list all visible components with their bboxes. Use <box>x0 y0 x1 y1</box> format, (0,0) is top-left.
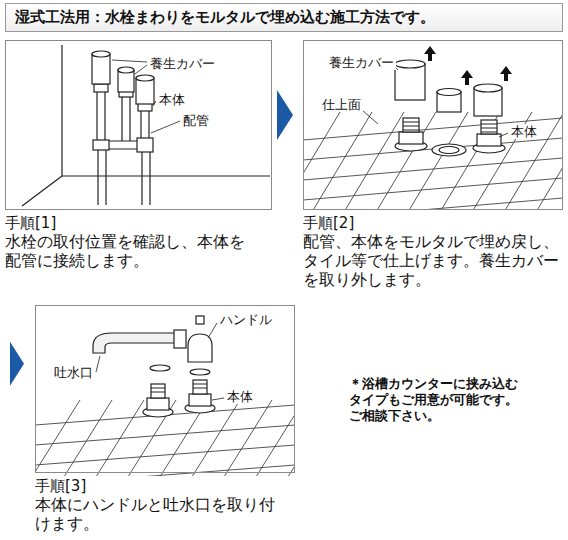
faucet-body <box>481 124 497 132</box>
faucet-body <box>439 147 459 154</box>
leader-line <box>96 356 100 372</box>
faucet-body <box>399 132 423 144</box>
part-label: 吐水口 <box>52 365 95 380</box>
faucet-parts <box>93 316 215 417</box>
pipe-drawing <box>142 152 150 205</box>
protective-cover <box>474 84 502 92</box>
note-text: ＊浴槽カウンターに挟み込むタイプもご用意が可能です。ご相談下さい。 <box>347 376 524 424</box>
title-text: 湿式工法用：水栓まわりをモルタルで埋め込む施工方法です。 <box>6 4 562 31</box>
panel-frame <box>35 305 295 473</box>
leader-line <box>499 133 508 137</box>
protective-cover <box>395 60 425 68</box>
pipe-drawing <box>122 95 130 141</box>
part-label: 配管 <box>181 113 211 128</box>
faucet-body <box>481 120 497 134</box>
protective-cover <box>118 67 134 73</box>
leader-line <box>153 101 156 106</box>
part-label: 本体 <box>509 124 539 139</box>
leader-line <box>362 110 378 124</box>
step-description: 本体にハンドルと吐水口を取り付けます。 <box>35 495 285 533</box>
leader-line <box>112 60 147 74</box>
protective-cover <box>437 89 461 96</box>
pipe-drawing <box>98 150 106 205</box>
panel-frame <box>5 40 272 210</box>
leader-line <box>96 323 224 400</box>
tile-grid <box>304 112 562 209</box>
up-arrow <box>424 46 436 61</box>
faucet-parts <box>190 369 210 375</box>
faucet-parts <box>189 394 211 406</box>
faucet-parts <box>188 334 212 362</box>
up-arrow <box>461 70 473 85</box>
faucet-parts <box>193 380 207 394</box>
protective-cover <box>92 51 154 104</box>
wall-corner <box>22 45 270 206</box>
protective-cover <box>92 54 110 84</box>
leader-line <box>151 121 180 133</box>
faucet-parts <box>147 398 169 410</box>
step-panel: 手順[3]本体にハンドルと吐水口を取り付けます。 <box>35 305 295 533</box>
step-panel: 手順[2]配管、本体をモルタルで埋め戻し、タイル等で仕上げます。養生カバーを取り… <box>303 40 563 289</box>
tile-grid <box>304 112 562 209</box>
part-label: 養生カバー <box>327 55 396 70</box>
step-description: 水栓の取付位置を確認し、本体を配管に接続します。 <box>5 232 255 270</box>
faucet-body <box>432 144 466 156</box>
tile-grid <box>36 400 294 476</box>
faucet-parts <box>193 384 207 388</box>
step-heading: 手順[3] <box>35 477 285 495</box>
step-heading: 手順[1] <box>5 214 255 232</box>
up-arrow <box>500 66 512 81</box>
pipe-drawing <box>93 140 109 150</box>
pipe-drawing <box>137 138 153 152</box>
part-label: ハンドル <box>218 312 274 327</box>
protective-cover <box>395 60 502 116</box>
faucet-parts <box>174 330 186 348</box>
up-arrow <box>424 46 512 85</box>
step-panel: 手順[1]水栓の取付位置を確認し、本体を配管に接続します。 <box>5 40 272 270</box>
faucet-parts <box>93 333 182 353</box>
tile-grid <box>36 405 294 476</box>
faucet-parts <box>196 316 204 324</box>
part-label: 本体 <box>225 389 255 404</box>
pipe-drawing <box>109 141 141 149</box>
faucet-body <box>395 118 505 156</box>
leader-line <box>212 398 224 400</box>
leader-line <box>208 323 217 338</box>
pipe-drawing <box>97 92 105 140</box>
wall-corner <box>22 45 270 206</box>
leader-line <box>362 64 508 137</box>
part-label: 仕上面 <box>320 97 363 112</box>
protective-cover <box>136 75 154 81</box>
step-heading: 手順[2] <box>303 214 563 232</box>
faucet-body <box>403 118 419 132</box>
faucet-parts <box>151 384 165 398</box>
faucet-parts <box>151 388 165 392</box>
step-description: 配管、本体をモルタルで埋め戻し、タイル等で仕上げます。養生カバーを取り外します。 <box>303 232 563 289</box>
pipe-drawing <box>94 84 108 92</box>
title-bar: 湿式工法用：水栓まわりをモルタルで埋め込む施工方法です。 <box>5 3 563 32</box>
tile-grid <box>304 118 562 209</box>
step-arrow <box>277 90 293 140</box>
protective-cover <box>92 51 110 57</box>
faucet-parts <box>150 365 170 371</box>
part-label: 本体 <box>157 92 187 107</box>
step-arrow <box>10 342 24 386</box>
faucet-body <box>403 122 419 130</box>
protective-cover <box>136 78 154 104</box>
faucet-body <box>477 134 501 146</box>
protective-cover <box>395 64 425 100</box>
part-label: 養生カバー <box>148 56 217 71</box>
tile-grid <box>36 400 294 476</box>
